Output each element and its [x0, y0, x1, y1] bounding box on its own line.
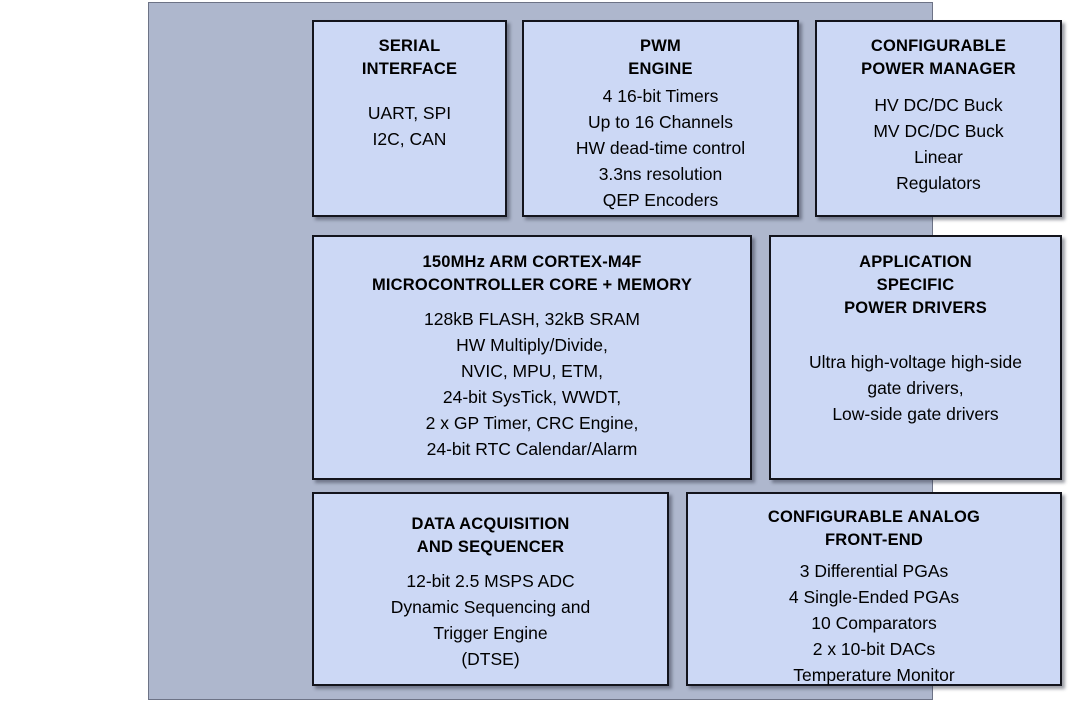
block-configurable-analog-front-end: CONFIGURABLE ANALOG FRONT-END 3 Differen…: [686, 492, 1062, 686]
block-application-specific-power-drivers-body: Ultra high-voltage high-side gate driver…: [808, 352, 1023, 424]
block-data-acquisition-and-sequencer-title: DATA ACQUISITION AND SEQUENCER: [411, 515, 570, 556]
block-microcontroller-core: 150MHz ARM CORTEX-M4F MICROCONTROLLER CO…: [312, 235, 752, 480]
block-pwm-engine-body: 4 16-bit Timers Up to 16 Channels HW dea…: [575, 86, 746, 210]
block-configurable-analog-front-end-title: CONFIGURABLE ANALOG FRONT-END: [767, 508, 981, 549]
block-configurable-analog-front-end-body: 3 Differential PGAs 4 Single-Ended PGAs …: [788, 561, 960, 685]
chip-outline-panel: SERIAL INTERFACE UART, SPI I2C, CAN PWM …: [148, 2, 1062, 700]
block-pwm-engine-title: PWM ENGINE: [628, 37, 693, 78]
block-serial-interface-title: SERIAL INTERFACE: [361, 37, 458, 78]
block-data-acquisition-and-sequencer-body: 12-bit 2.5 MSPS ADC Dynamic Sequencing a…: [390, 571, 591, 669]
block-serial-interface-body: UART, SPI I2C, CAN: [367, 103, 452, 149]
block-configurable-power-manager-title: CONFIGURABLE POWER MANAGER: [861, 37, 1016, 78]
block-application-specific-power-drivers-title: APPLICATION SPECIFIC POWER DRIVERS: [844, 253, 987, 317]
block-serial-interface: SERIAL INTERFACE UART, SPI I2C, CAN: [312, 20, 507, 217]
block-pwm-engine: PWM ENGINE 4 16-bit Timers Up to 16 Chan…: [522, 20, 799, 217]
block-data-acquisition-and-sequencer: DATA ACQUISITION AND SEQUENCER 12-bit 2.…: [312, 492, 669, 686]
block-application-specific-power-drivers: APPLICATION SPECIFIC POWER DRIVERS Ultra…: [769, 235, 1062, 480]
block-configurable-power-manager: CONFIGURABLE POWER MANAGER HV DC/DC Buck…: [815, 20, 1062, 217]
block-microcontroller-core-title: 150MHz ARM CORTEX-M4F MICROCONTROLLER CO…: [371, 253, 693, 294]
block-configurable-power-manager-body: HV DC/DC Buck MV DC/DC Buck Linear Regul…: [873, 95, 1004, 193]
block-microcontroller-core-body: 128kB FLASH, 32kB SRAM HW Multiply/Divid…: [424, 309, 640, 459]
